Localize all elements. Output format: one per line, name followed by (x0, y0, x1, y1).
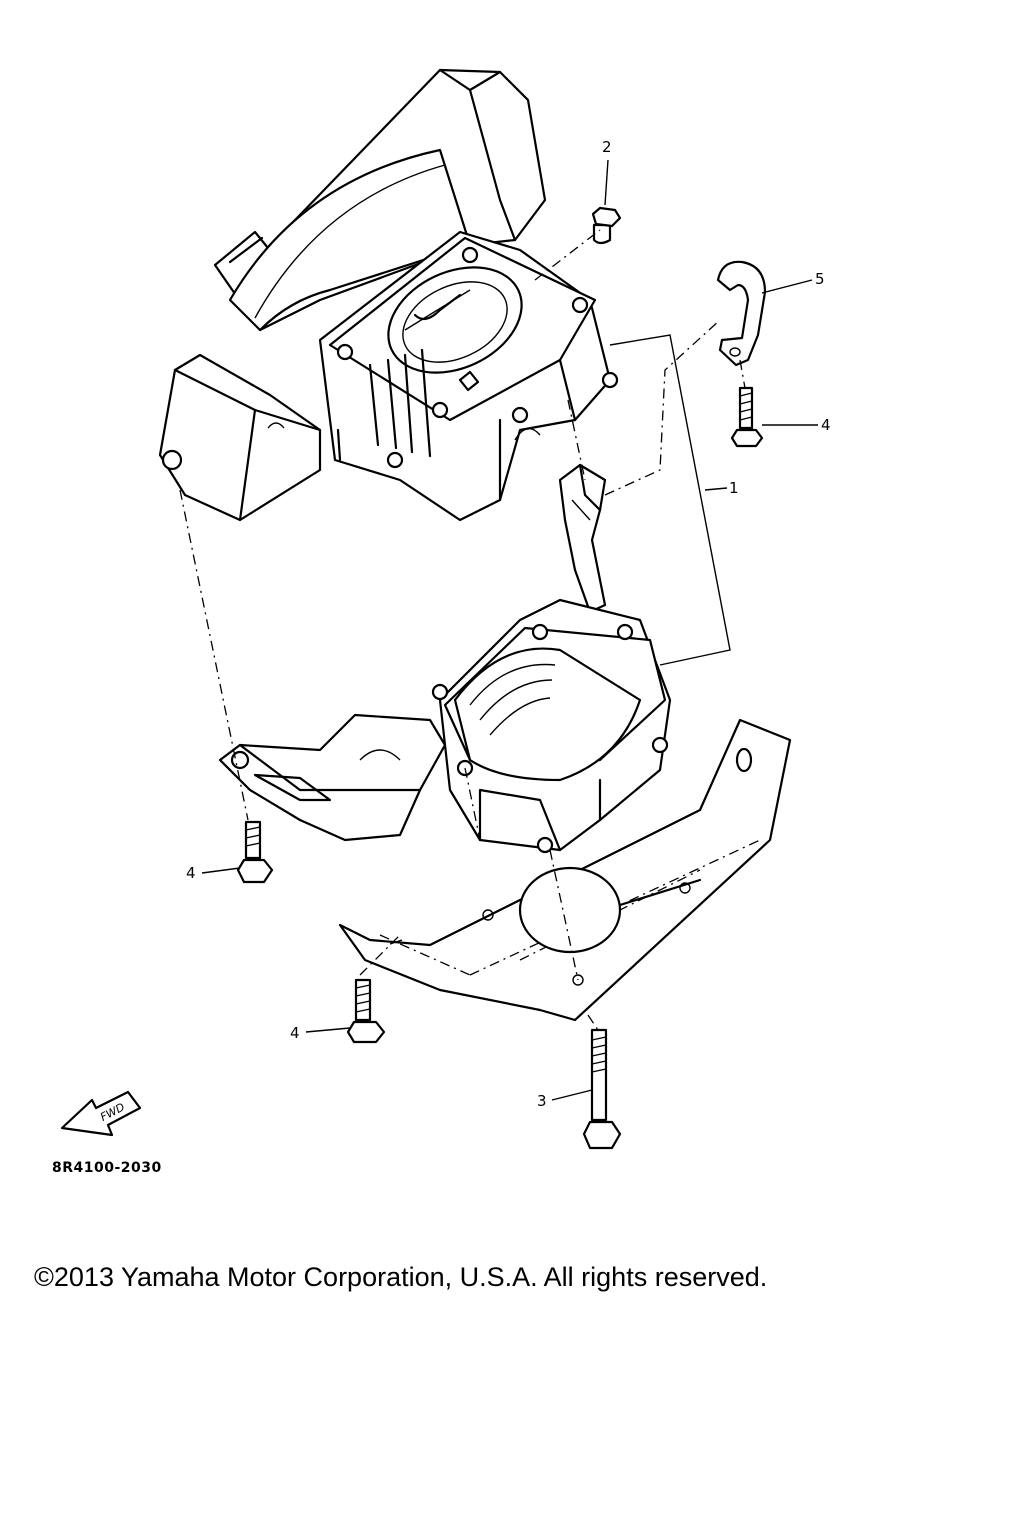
bolt-4-right (730, 386, 764, 448)
callout-5: 5 (815, 270, 825, 288)
exploded-parts-diagram: FWD (60, 68, 818, 1150)
callout-3: 3 (537, 1092, 547, 1110)
middle-bracket (558, 463, 607, 614)
fwd-arrow-icon: FWD (60, 1090, 142, 1137)
diagram-part-number: 8R4100-2030 (52, 1160, 162, 1176)
lower-engine-bed (218, 598, 672, 854)
bolt-4-middle (346, 978, 386, 1044)
callout-4-left: 4 (186, 864, 196, 882)
clamp-5 (716, 260, 767, 367)
bolt-4-left (236, 820, 274, 884)
callout-1: 1 (729, 479, 739, 497)
bottom-plate (338, 718, 792, 1022)
assembly-lines (179, 229, 746, 1031)
bolt-2 (591, 206, 622, 245)
upper-engine-bed (158, 68, 619, 522)
bolt-3 (582, 1028, 622, 1150)
callout-4-right: 4 (821, 416, 831, 434)
copyright-notice: ©2013 Yamaha Motor Corporation, U.S.A. A… (34, 1262, 768, 1292)
callout-leaders (201, 159, 818, 1101)
callout-4-middle: 4 (290, 1024, 300, 1042)
callout-2: 2 (602, 138, 612, 156)
